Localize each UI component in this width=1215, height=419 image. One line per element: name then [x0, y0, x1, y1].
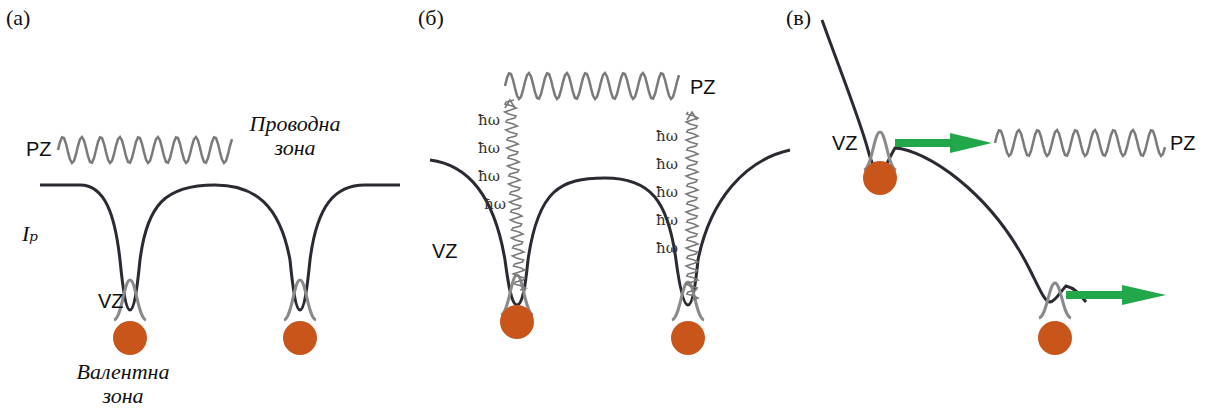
- photon-squiggle: [505, 100, 526, 290]
- photon-energy: ħω: [656, 156, 678, 173]
- valence-level: [114, 132, 1071, 320]
- wave-line: [995, 130, 1165, 156]
- tunnel-arrow: [895, 133, 1166, 305]
- photon-head: [687, 112, 697, 120]
- photon-energy: ħω: [484, 196, 506, 213]
- band-label: PZ: [26, 138, 52, 160]
- photon-path: [505, 100, 698, 300]
- band-label: PZ: [690, 76, 716, 98]
- wave-line: [505, 73, 679, 99]
- photon-energy: ħω: [656, 128, 678, 145]
- photon-energy: ħω: [478, 112, 500, 129]
- photon-head: [505, 100, 515, 108]
- band-label: VZ: [832, 132, 858, 154]
- photon-energy: ħω: [478, 168, 500, 185]
- band-label: PZ: [1170, 132, 1196, 154]
- panel-label: (а): [6, 6, 30, 30]
- panel-label: (в): [786, 6, 811, 30]
- band-label: VZ: [98, 290, 124, 312]
- energy-symbol: Iₚ: [22, 222, 38, 246]
- atom-core: [113, 161, 1072, 355]
- wave-line: [58, 137, 232, 163]
- photon-energy: ħω: [656, 240, 678, 257]
- conduction-wave: [58, 73, 1165, 163]
- photon-energy: ħω: [478, 140, 500, 157]
- photon-energy: ħω: [656, 184, 678, 201]
- band-caption: Валентна зона: [58, 360, 188, 408]
- potential-curve: [40, 20, 1086, 310]
- band-label: VZ: [432, 240, 458, 262]
- band-caption: Проводна зона: [240, 112, 350, 160]
- panel-label: (б): [418, 6, 444, 30]
- photon-squiggle: [686, 112, 698, 300]
- photon-energy: ħω: [656, 212, 678, 229]
